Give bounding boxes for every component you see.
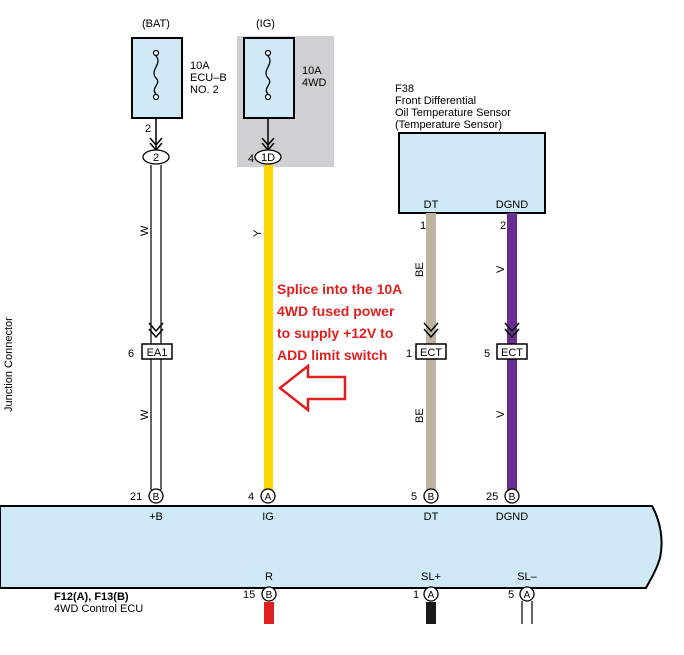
svg-text:+B: +B bbox=[149, 511, 163, 523]
ecu-top-pin-b-25: 25 B DGND bbox=[486, 488, 528, 523]
svg-text:25: 25 bbox=[486, 491, 498, 503]
ecu-connector-codes: F12(A), F13(B) bbox=[54, 591, 129, 603]
svg-text:21: 21 bbox=[130, 491, 142, 503]
ecu-top-pin-b-5: 5 B DT bbox=[411, 488, 439, 523]
w-wire-fill-top bbox=[152, 165, 160, 340]
ect1-connector bbox=[415, 343, 447, 360]
ect2-connector-label: ECT bbox=[501, 347, 523, 359]
svg-text:B: B bbox=[153, 492, 160, 503]
v-color-label-1: V bbox=[495, 265, 507, 273]
sensor-pin-dgnd: DGND bbox=[496, 199, 528, 211]
ecu-top-pin-a-4: 4 A IG bbox=[248, 488, 276, 523]
ecu-bottom-label-r: R bbox=[265, 571, 273, 583]
annotation-line-3: to supply +12V to bbox=[277, 325, 393, 341]
svg-text:4: 4 bbox=[248, 491, 254, 503]
ig-source-label: (IG) bbox=[256, 18, 275, 30]
sensor-name-3: (Temperature Sensor) bbox=[395, 119, 502, 131]
be-color-label-2: BE bbox=[414, 408, 426, 423]
ig-connector-label: 1D bbox=[261, 152, 275, 164]
ecu-body bbox=[0, 505, 663, 589]
annotation-arrow-icon bbox=[277, 363, 347, 413]
ecu-top-pin-b-21: 21 B +B bbox=[130, 488, 164, 523]
eat-pin-number: 6 bbox=[128, 348, 134, 360]
svg-text:1: 1 bbox=[413, 589, 419, 601]
annotation-line-1: Splice into the 10A bbox=[277, 281, 402, 297]
w-color-label-2: W bbox=[139, 409, 151, 420]
sensor-box bbox=[398, 132, 546, 214]
svg-text:A: A bbox=[428, 590, 435, 601]
sensor-pin-dt-number: 1 bbox=[420, 220, 426, 232]
eat-arrow-icon bbox=[148, 322, 164, 339]
r-wire bbox=[264, 602, 274, 624]
svg-text:A: A bbox=[524, 590, 531, 601]
ect1-arrow-icon bbox=[423, 322, 439, 339]
svg-text:5: 5 bbox=[508, 589, 514, 601]
y-wire bbox=[264, 165, 273, 490]
be-color-label-1: BE bbox=[414, 262, 426, 277]
ig-connector bbox=[254, 149, 282, 165]
ect2-pin-number: 5 bbox=[484, 348, 490, 360]
ect1-pin-number: 1 bbox=[406, 348, 412, 360]
ecu-bottom-pin-a-1: 1 A bbox=[413, 586, 439, 602]
annotation-line-4: ADD limit switch bbox=[277, 347, 387, 363]
ect1-connector-label: ECT bbox=[420, 347, 442, 359]
y-color-label: Y bbox=[252, 229, 264, 237]
ecu-bottom-label-sl-plus: SL+ bbox=[421, 571, 441, 583]
sensor-name-1: Front Differential bbox=[395, 95, 476, 107]
sensor-pin-dt: DT bbox=[424, 199, 439, 211]
svg-text:IG: IG bbox=[262, 511, 274, 523]
bat-fuse-name: ECU–B bbox=[190, 72, 227, 84]
bat-fuse-icon bbox=[152, 49, 160, 101]
svg-text:DGND: DGND bbox=[496, 511, 528, 523]
w-color-label-1: W bbox=[139, 225, 151, 236]
ecu-bottom-pin-b-15: 15 B bbox=[243, 586, 277, 602]
svg-text:5: 5 bbox=[411, 491, 417, 503]
ig-fuse-rating: 10A bbox=[302, 65, 322, 77]
junction-label: Junction Connector bbox=[3, 317, 15, 412]
ecu-name: 4WD Control ECU bbox=[54, 603, 143, 615]
eat-connector-label: EA1 bbox=[147, 347, 168, 359]
bat-connector bbox=[142, 149, 170, 165]
bat-fuse-name2: NO. 2 bbox=[190, 84, 219, 96]
v-color-label-2: V bbox=[495, 410, 507, 418]
bat-pin-number: 2 bbox=[145, 123, 151, 135]
ig-fuse-box bbox=[243, 37, 295, 119]
bat-connector-label: 2 bbox=[153, 152, 159, 164]
svg-text:B: B bbox=[428, 492, 435, 503]
bat-fuse-box bbox=[131, 37, 183, 119]
ecu-bottom-label-sl-minus: SL– bbox=[517, 571, 537, 583]
svg-text:A: A bbox=[265, 492, 272, 503]
bat-fuse-rating: 10A bbox=[190, 60, 210, 72]
svg-text:B: B bbox=[509, 492, 516, 503]
sensor-pin-dgnd-number: 2 bbox=[500, 220, 506, 232]
eat-connector bbox=[141, 343, 173, 360]
sl-plus-wire bbox=[426, 602, 436, 624]
ig-pin-number: 4 bbox=[248, 153, 254, 165]
sensor-name-2: Oil Temperature Sensor bbox=[395, 107, 511, 119]
ect2-arrow-icon bbox=[504, 322, 520, 339]
svg-text:B: B bbox=[266, 590, 273, 601]
bat-source-label: (BAT) bbox=[142, 18, 170, 30]
sensor-code: F38 bbox=[395, 83, 414, 95]
svg-text:DT: DT bbox=[424, 511, 439, 523]
ect2-connector bbox=[496, 343, 528, 360]
ecu-bottom-pin-a-5: 5 A bbox=[508, 586, 535, 602]
svg-text:15: 15 bbox=[243, 589, 255, 601]
ig-fuse-icon bbox=[264, 49, 272, 101]
ig-fuse-name: 4WD bbox=[302, 77, 327, 89]
annotation-line-2: 4WD fused power bbox=[277, 303, 395, 319]
